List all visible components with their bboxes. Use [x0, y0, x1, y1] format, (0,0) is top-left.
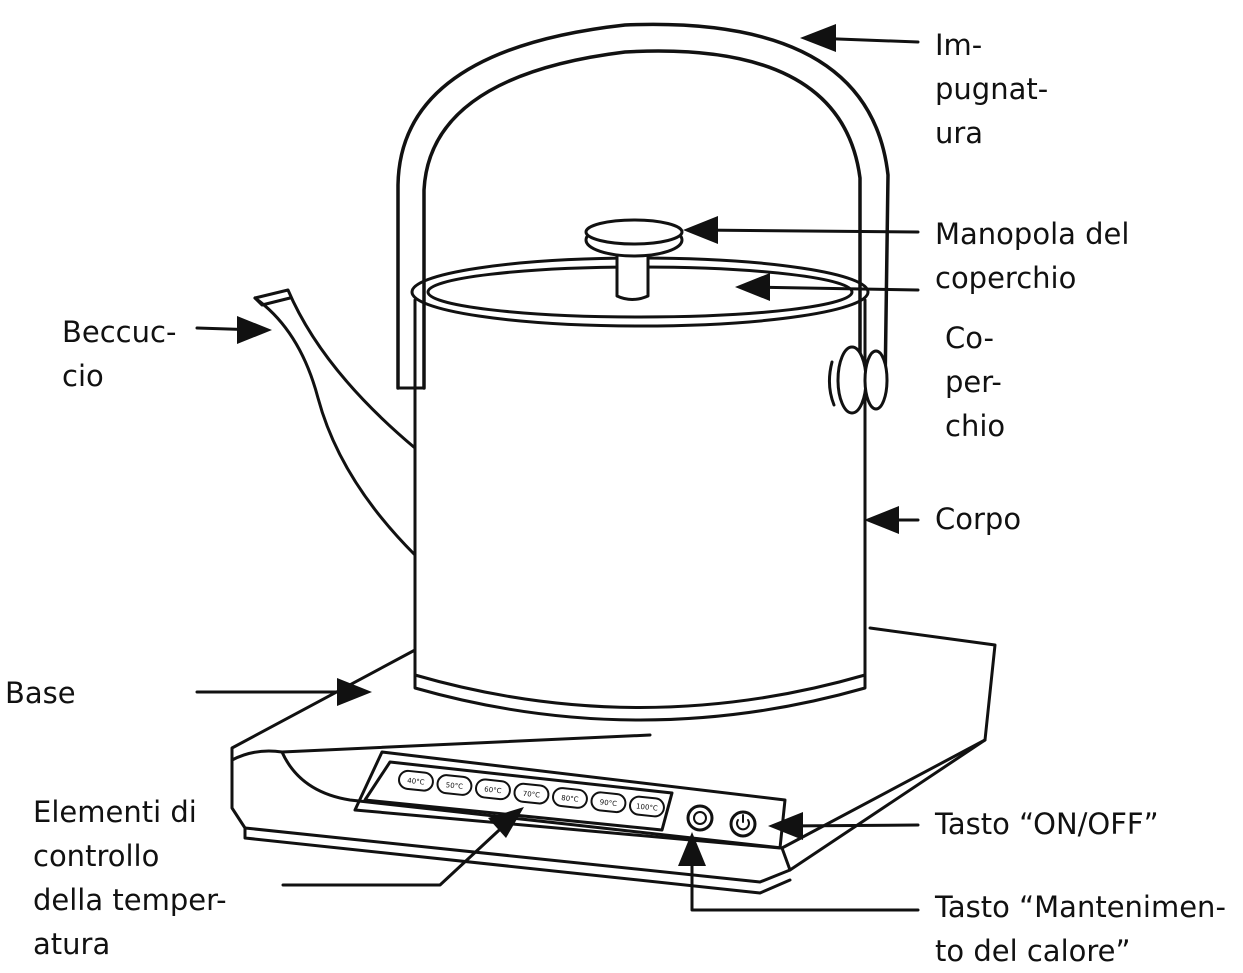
- temp-preset-shape[interactable]: [513, 782, 550, 805]
- temp-preset-label: 80°C: [561, 794, 579, 804]
- arrow-base: [195, 678, 372, 706]
- label-base: Base: [5, 676, 76, 710]
- arrow-body: [864, 506, 920, 534]
- on-off-button[interactable]: [729, 810, 757, 838]
- base: [230, 626, 997, 895]
- keep-warm-button[interactable]: [686, 804, 714, 832]
- temp-preset-button[interactable]: 80°C: [552, 787, 588, 809]
- temp-preset-button[interactable]: 90°C: [590, 791, 627, 814]
- lid-knob: [584, 218, 684, 301]
- temp-preset-shape[interactable]: [590, 791, 627, 814]
- temp-preset-button[interactable]: 50°C: [436, 774, 473, 796]
- temp-preset-shape[interactable]: [552, 787, 588, 809]
- label-body: Corpo: [935, 502, 1022, 536]
- temp-preset-label: 90°C: [599, 798, 617, 808]
- temp-preset-button[interactable]: 70°C: [513, 782, 550, 805]
- arrow-temperature-controls: [281, 807, 524, 887]
- label-handle: Im- pugnat- ura: [935, 28, 1049, 150]
- body: [413, 298, 867, 722]
- temp-preset-label: 50°C: [445, 781, 463, 791]
- arrow-keep-warm: [678, 832, 920, 912]
- temp-preset-label: 60°C: [484, 785, 502, 795]
- arrow-handle: [800, 24, 920, 52]
- temp-preset-button[interactable]: 60°C: [475, 778, 511, 801]
- arrow-lid-knob: [683, 216, 920, 244]
- temp-preset-button[interactable]: 100°C: [629, 795, 665, 818]
- control-panel: [353, 750, 787, 850]
- label-spout: Beccuc- cio: [62, 315, 177, 393]
- arrow-spout: [195, 316, 272, 344]
- label-temperature-controls: Elementi di controllo della temper- atur…: [33, 795, 227, 961]
- temp-preset-button[interactable]: 40°C: [398, 769, 434, 792]
- spout: [253, 288, 417, 557]
- temp-preset-shape[interactable]: [629, 795, 665, 818]
- arrow-on-off: [768, 812, 920, 840]
- label-lid: Co- per- chio: [945, 321, 1006, 443]
- temp-preset-label: 40°C: [407, 777, 425, 787]
- temp-preset-shape[interactable]: [398, 769, 434, 792]
- temperature-presets[interactable]: 40°C 50°C 60°C 70°C 80°C 90°C 100°C: [398, 769, 665, 818]
- label-keep-warm-button: Tasto “Mantenimen- to del calore”: [935, 890, 1226, 968]
- temp-preset-shape[interactable]: [436, 774, 473, 796]
- label-on-off-button: Tasto “ON/OFF”: [935, 807, 1159, 841]
- temp-preset-label: 100°C: [636, 802, 659, 812]
- label-lid-knob: Manopola del coperchio: [935, 217, 1130, 295]
- arrow-lid: [735, 273, 920, 301]
- handle-hinge: [827, 345, 889, 415]
- temp-preset-label: 70°C: [522, 790, 540, 800]
- temp-preset-shape[interactable]: [475, 778, 511, 801]
